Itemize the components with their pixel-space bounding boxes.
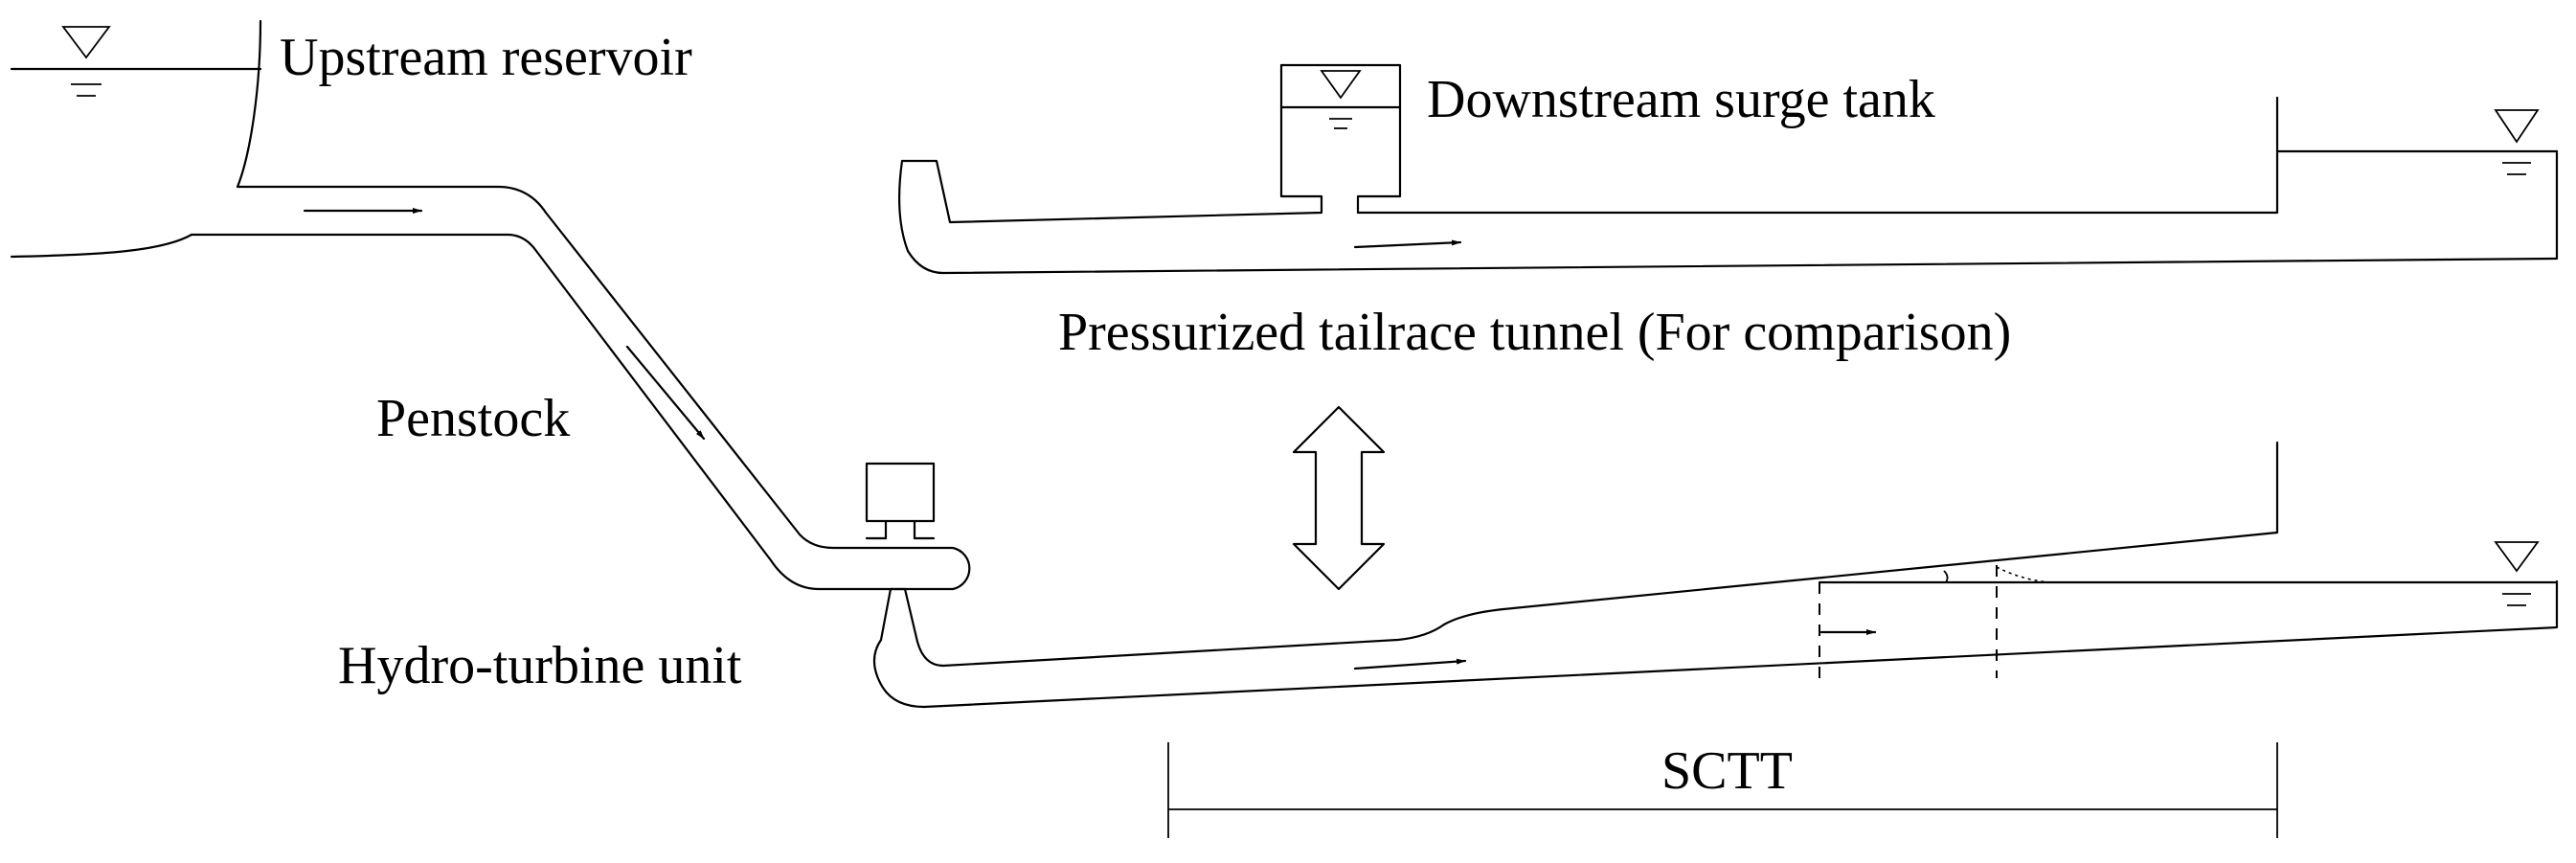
upstream-reservoir: [10, 19, 262, 259]
penstock: [190, 185, 955, 591]
label-downstream-surge-tank: Downstream surge tank: [1427, 70, 1935, 129]
sctt-dimension: [1167, 742, 2278, 838]
pressurized-tailrace: [898, 63, 2559, 275]
sctt-invert: [872, 579, 2559, 709]
surge-tank-water-symbol-icon: [1320, 70, 1362, 100]
flow-arrow-icon: [1353, 658, 1467, 670]
label-penstock: Penstock: [376, 389, 570, 448]
generator-box: [865, 462, 936, 523]
downstream-water-symbol-icon: [2494, 109, 2540, 144]
label-upstream-reservoir: Upstream reservoir: [280, 28, 692, 87]
slope-angle-arc: [1943, 570, 1949, 583]
upstream-bed: [10, 233, 193, 259]
label-pressurized-tailrace: Pressurized tailrace tunnel (For compari…: [1058, 303, 2011, 362]
comparison-double-arrow-icon: [1292, 405, 1386, 591]
transition-surface-curve: [1996, 566, 2050, 583]
penstock-top-wall: [236, 185, 955, 550]
label-hydro-turbine-unit: Hydro-turbine unit: [338, 636, 742, 695]
pressurized-tunnel-crown: [900, 63, 2279, 224]
sctt-crown: [903, 441, 2279, 668]
sctt-tailrace: [872, 441, 2559, 709]
pressurized-tunnel-invert: [898, 149, 2559, 275]
penstock-bottom-wall: [190, 233, 955, 591]
upstream-dam-face: [236, 19, 262, 189]
hydro-turbine-unit: [865, 462, 971, 642]
label-sctt: SCTT: [1661, 741, 1793, 801]
flow-arrow-icon: [1353, 239, 1462, 249]
flow-arrow-icon: [625, 345, 706, 441]
downstream-water-symbol-icon: [2494, 541, 2540, 573]
spiral-case: [951, 546, 971, 591]
upstream-water-symbol-icon: [61, 26, 111, 59]
draft-tube-inner: [879, 587, 907, 642]
